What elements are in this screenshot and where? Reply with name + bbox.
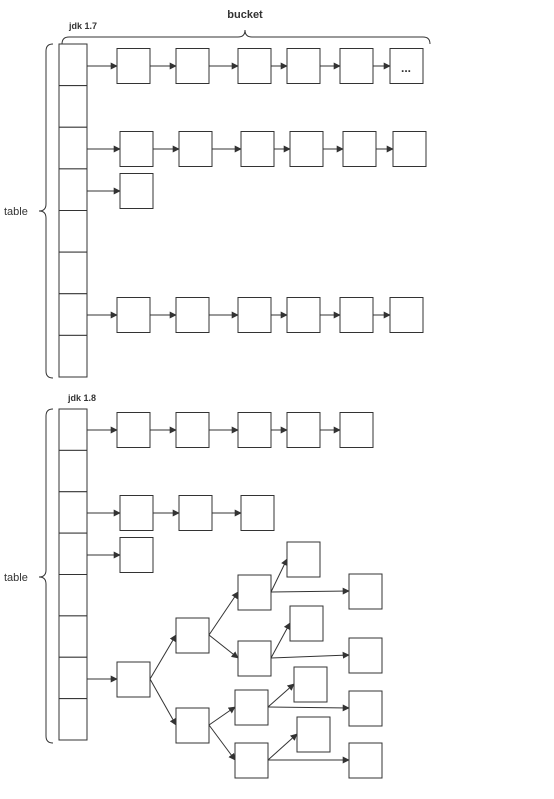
jdk18-label: jdk 1.8 bbox=[67, 393, 96, 403]
tree-level2-node bbox=[234, 689, 269, 726]
bucket-label: bucket bbox=[227, 9, 263, 21]
bucket17-row1-node bbox=[237, 48, 272, 84]
table-18-slot bbox=[58, 615, 88, 658]
bucket17-row1-node bbox=[175, 48, 210, 84]
bucket17-row1-node bbox=[339, 48, 374, 84]
table-17-slot bbox=[58, 168, 88, 211]
bucket18-row1-node bbox=[237, 412, 272, 448]
tree-leaf-node bbox=[289, 605, 324, 642]
bucket17-row4-node bbox=[116, 297, 151, 333]
bucket18-row1-node bbox=[116, 412, 151, 448]
table-18-slot bbox=[58, 449, 88, 493]
bucket18-row1-node bbox=[175, 412, 210, 448]
tree-edge-arrow bbox=[267, 683, 295, 708]
bucket17-row4-node bbox=[389, 297, 424, 333]
tree-level2-node bbox=[237, 574, 272, 611]
tree-edge-arrow bbox=[270, 622, 291, 659]
table-18-slot bbox=[58, 408, 88, 451]
bucket17-row2-node bbox=[392, 131, 427, 167]
bucket17-row2-node bbox=[289, 131, 324, 167]
bucket17-row2-node bbox=[240, 131, 275, 167]
bucket18-row2-node bbox=[178, 495, 213, 531]
table-label-top: table bbox=[4, 206, 28, 218]
tree-leaf-node bbox=[348, 573, 383, 610]
table-brace-bottom bbox=[38, 408, 54, 744]
tree-leaf-node bbox=[348, 637, 383, 674]
bucket-brace bbox=[61, 29, 431, 45]
bucket17-row4-node bbox=[339, 297, 374, 333]
tree-edge-arrow bbox=[208, 591, 239, 636]
bucket17-row2-node bbox=[342, 131, 377, 167]
tree-leaf-node bbox=[348, 742, 383, 779]
bucket18-row2-node bbox=[119, 495, 154, 531]
tree-leaf-node bbox=[286, 541, 321, 578]
bucket17-row1-node bbox=[116, 48, 151, 84]
table-17-slot bbox=[58, 293, 88, 336]
table-18-slot bbox=[58, 491, 88, 534]
tree-level1-node bbox=[175, 617, 210, 654]
ellipsis-label: ... bbox=[401, 61, 411, 75]
tree-edge-arrow bbox=[270, 558, 288, 593]
tree-edge-arrow bbox=[149, 634, 177, 680]
tree-root-node bbox=[116, 661, 151, 698]
bucket17-row4-node bbox=[175, 297, 210, 333]
bucket18-row1-node bbox=[339, 412, 374, 448]
table-17-slot bbox=[58, 251, 88, 295]
table-17-slot bbox=[58, 126, 88, 170]
tree-edge-arrow bbox=[208, 724, 236, 761]
tree-level2-node bbox=[237, 640, 272, 677]
tree-edge-arrow bbox=[267, 704, 350, 712]
tree-leaf-node bbox=[348, 690, 383, 727]
table-17-slot bbox=[58, 210, 88, 253]
table-18-slot bbox=[58, 574, 88, 617]
tree-edge-arrow bbox=[267, 733, 298, 761]
table-label-bottom: table bbox=[4, 572, 28, 584]
tree-level1-node bbox=[175, 707, 210, 744]
table-17-slot bbox=[58, 334, 88, 378]
jdk17-label: jdk 1.7 bbox=[68, 21, 97, 31]
bucket17-row2-node bbox=[178, 131, 213, 167]
tree-edge-arrow bbox=[270, 651, 350, 659]
table-17-slot bbox=[58, 43, 88, 87]
tree-leaf-node bbox=[293, 666, 328, 703]
bucket17-row1-node bbox=[286, 48, 321, 84]
table-18-slot bbox=[58, 698, 88, 741]
tree-edge-arrow bbox=[208, 706, 236, 726]
table-brace-top bbox=[38, 43, 54, 379]
bucket17-row4-node bbox=[286, 297, 321, 333]
tree-edge-arrow bbox=[270, 587, 350, 595]
table-18-slot bbox=[58, 532, 88, 575]
bucket17-row2-node bbox=[119, 131, 154, 167]
bucket17-row4-node bbox=[237, 297, 272, 333]
table-17-slot bbox=[58, 85, 88, 128]
tree-edge-arrow bbox=[149, 678, 177, 726]
tree-edge-arrow bbox=[208, 634, 239, 659]
bucket17-row1-node bbox=[389, 48, 424, 84]
bucket18-row1-node bbox=[286, 412, 321, 448]
bucket18-row2-node bbox=[240, 495, 275, 531]
tree-leaf-node bbox=[296, 716, 331, 753]
bucket18-row3-node bbox=[119, 537, 154, 573]
bucket17-row3-node bbox=[119, 173, 154, 209]
tree-level2-node bbox=[234, 742, 269, 779]
table-18-slot bbox=[58, 656, 88, 700]
